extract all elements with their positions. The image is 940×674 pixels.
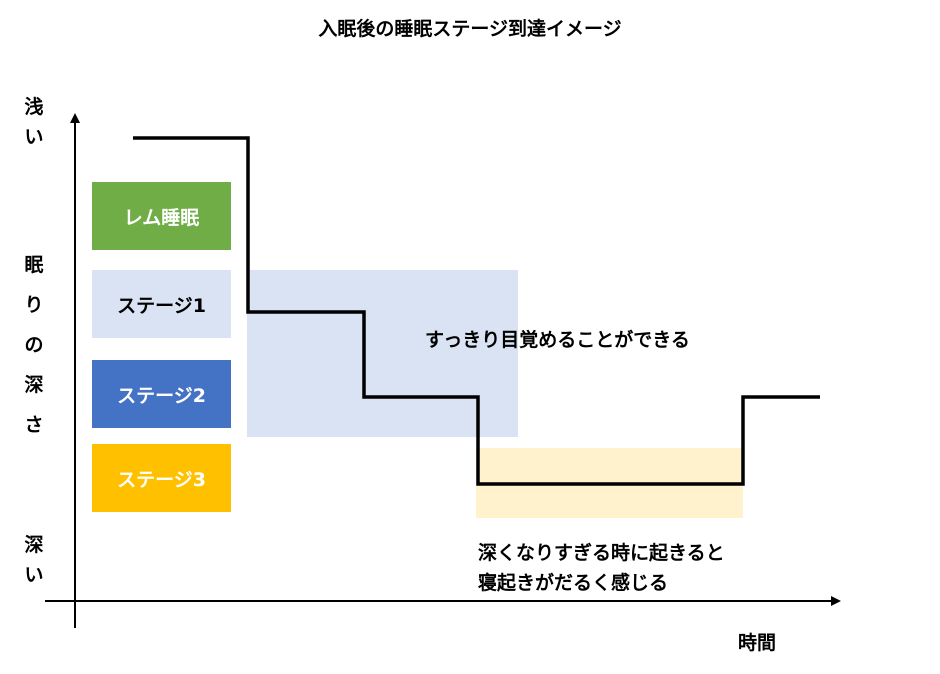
deep-annotation-line1: 深くなりすぎる時に起きると (478, 542, 725, 564)
stage-label: ステージ1 (117, 294, 206, 317)
deep-annotation: 深くなりすぎる時に起きると 寝起きがだるく感じる (478, 538, 725, 598)
refresh-region (247, 270, 518, 437)
stage-box-3: ステージ3 (92, 444, 231, 512)
stage-box-2: ステージ2 (92, 360, 231, 428)
refresh-annotation: すっきり目覚めることができる (425, 329, 690, 351)
deep-annotation-line2: 寝起きがだるく感じる (478, 572, 669, 594)
y-top-char: 浅 (24, 96, 44, 118)
stage-label: ステージ3 (117, 468, 206, 491)
y-bottom-char: 深 (24, 534, 44, 556)
x-axis-label: 時間 (738, 632, 777, 654)
stage-box-1: ステージ1 (92, 270, 231, 338)
y-axis-mid-label: 眠 り の 深 さ (14, 245, 54, 445)
sleep-depth-step-line (133, 136, 820, 486)
stage-label: レム睡眠 (123, 206, 200, 229)
y-axis-bottom-label: 深 い (14, 530, 54, 590)
y-mid-char: の (24, 334, 44, 356)
y-axis-top-label: 浅 い (14, 92, 54, 152)
diagram-title: 入眠後の睡眠ステージ到達イメージ (318, 18, 622, 40)
y-mid-char: 深 (24, 374, 44, 396)
y-mid-char: さ (24, 414, 44, 436)
stage-box-rem: レム睡眠 (92, 182, 231, 250)
y-mid-char: 眠 (24, 254, 44, 276)
y-bottom-char: い (24, 564, 44, 586)
y-mid-char: り (24, 294, 44, 316)
stage-label: ステージ2 (117, 384, 206, 407)
y-top-char: い (24, 126, 44, 148)
